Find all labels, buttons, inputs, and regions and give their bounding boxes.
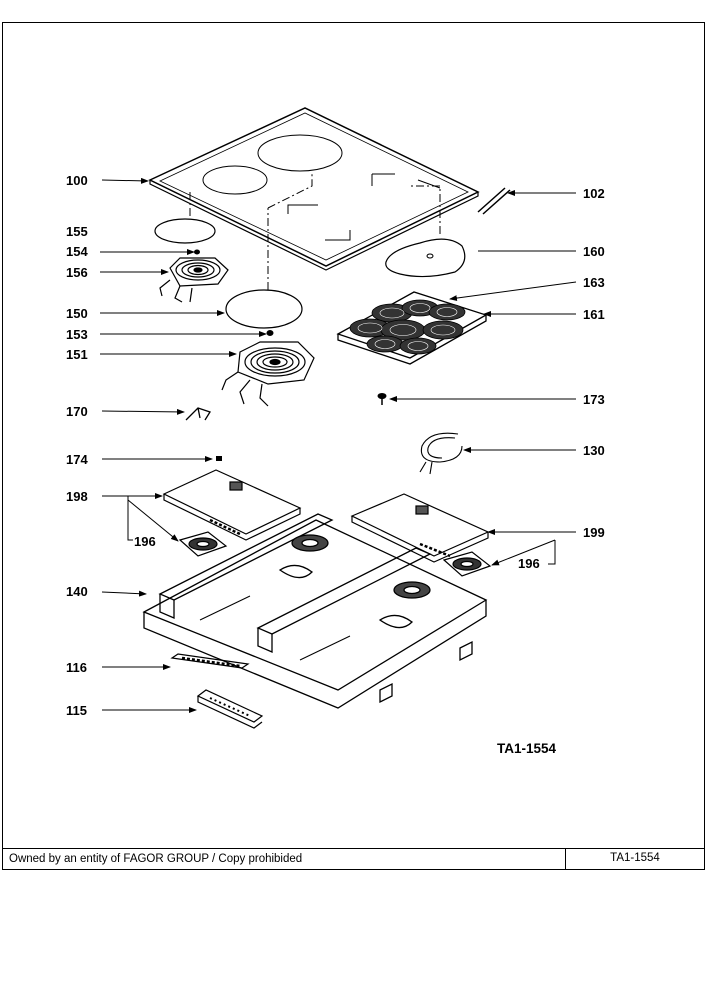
label-part-154: 154 bbox=[66, 244, 88, 259]
control-keypad-part-116 bbox=[170, 653, 250, 669]
label-part-140: 140 bbox=[66, 584, 88, 599]
label-part-130: 130 bbox=[583, 443, 605, 458]
power-cable-part-130 bbox=[419, 432, 463, 475]
pcb-board-part-199 bbox=[350, 493, 490, 563]
cooling-fan-part-196-left bbox=[178, 531, 228, 557]
label-part-115: 115 bbox=[66, 703, 87, 718]
small-heating-element-part-156 bbox=[159, 257, 229, 303]
footer-divider bbox=[565, 848, 566, 870]
seal-ring-part-150 bbox=[225, 289, 303, 329]
glass-cooktop-part-100 bbox=[148, 107, 480, 271]
label-part-163: 163 bbox=[583, 275, 605, 290]
footer-rule bbox=[2, 848, 705, 849]
label-part-198: 198 bbox=[66, 489, 88, 504]
large-heating-element-part-151 bbox=[221, 341, 315, 407]
clip-part-170 bbox=[185, 407, 211, 421]
diagram-code-label: TA1-1554 bbox=[497, 741, 557, 756]
screw-part-173 bbox=[377, 393, 387, 405]
edge-strip-part-102 bbox=[477, 187, 511, 215]
nut-part-154 bbox=[194, 249, 200, 255]
footer-ownership-text: Owned by an entity of FAGOR GROUP / Copy… bbox=[9, 853, 303, 865]
chassis-frame-part-140 bbox=[142, 513, 488, 709]
label-part-102: 102 bbox=[583, 186, 605, 201]
label-part-153: 153 bbox=[66, 327, 88, 342]
label-part-174: 174 bbox=[66, 452, 88, 467]
label-part-155: 155 bbox=[66, 224, 88, 239]
pcb-board-part-198 bbox=[162, 469, 302, 541]
label-part-161: 161 bbox=[583, 307, 605, 322]
label-part-100: 100 bbox=[66, 173, 88, 188]
label-part-196-right: 196 bbox=[518, 556, 540, 571]
keypad-bracket-part-115 bbox=[196, 689, 264, 729]
label-part-173: 173 bbox=[583, 392, 605, 407]
label-part-116: 116 bbox=[66, 660, 87, 675]
drawing-frame bbox=[2, 22, 705, 870]
cooling-fan-part-196-right bbox=[442, 551, 492, 577]
triangular-seal-part-160 bbox=[385, 238, 466, 278]
label-part-170: 170 bbox=[66, 404, 88, 419]
nut-part-153 bbox=[266, 330, 274, 336]
label-part-156: 156 bbox=[66, 265, 88, 280]
footer-code-text: TA1-1554 bbox=[610, 852, 660, 864]
seal-ring-part-155 bbox=[154, 218, 216, 244]
label-part-150: 150 bbox=[66, 306, 88, 321]
induction-coil-assembly-part-161 bbox=[336, 291, 488, 365]
alignment-centerlines bbox=[189, 172, 441, 290]
small-part-174 bbox=[216, 456, 222, 461]
label-part-160: 160 bbox=[583, 244, 605, 259]
label-part-196-left: 196 bbox=[134, 534, 156, 549]
leader-lines bbox=[100, 177, 577, 713]
label-part-199: 199 bbox=[583, 525, 605, 540]
label-part-151: 151 bbox=[66, 347, 88, 362]
